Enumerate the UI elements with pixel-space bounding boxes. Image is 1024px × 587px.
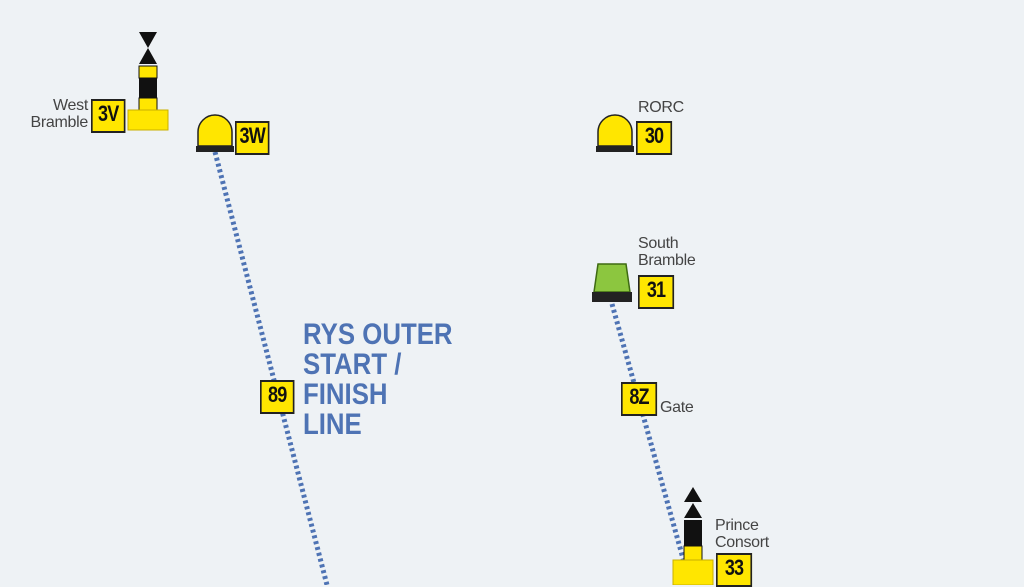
title-line: FINISH [303,378,388,411]
mark-name-rorc: RORC [638,99,684,116]
mark-label-30: 30 [636,121,673,155]
rorc-buoy-icon [596,114,634,152]
mark-label-31: 31 [638,275,675,309]
mark-name-west-bramble: West Bramble [10,97,89,131]
mark-name-south-bramble: South Bramble [638,235,696,269]
mark-label-3v: 3V [91,99,126,133]
mark-id-text: 8Z [629,384,649,409]
mark-id-text: 30 [644,123,664,148]
mark-id-text: 33 [724,555,744,580]
title-line: LINE [303,408,362,441]
south-bramble-buoy-icon [592,263,632,302]
mark-name-line: Bramble [30,114,89,131]
prince-consort-buoy-icon [672,487,714,585]
mark-name-line: Gate [660,399,694,416]
mark-id-text: 31 [646,277,666,302]
mark-label-33: 33 [716,553,753,587]
mark-name-line: RORC [638,99,684,116]
mark-id-text: 3V [97,101,119,126]
mark-name-line: Bramble [638,252,696,269]
mark-name-line: Consort [715,534,769,551]
mark-name-line: South [638,235,679,252]
west-bramble-buoy-icon [127,32,169,131]
mark-name-line: Prince [715,517,759,534]
title-line: START / [303,348,402,381]
mark-name-gate: Gate [660,399,694,416]
mark-label-89: 89 [260,380,295,414]
mark-id-text: 3W [239,123,266,148]
title-line: RYS OUTER [303,318,453,351]
mark-name-line: West [53,97,88,114]
3w-buoy-icon [196,114,234,152]
mark-label-3w: 3W [235,121,270,155]
mark-id-text: 89 [267,382,287,407]
gate-line [609,303,687,563]
rys-start-finish-line [212,151,330,585]
start-finish-line-title: RYS OUTER START / FINISH LINE [303,320,453,440]
mark-name-prince-consort: Prince Consort [715,517,769,551]
mark-label-8z: 8Z [621,382,658,416]
